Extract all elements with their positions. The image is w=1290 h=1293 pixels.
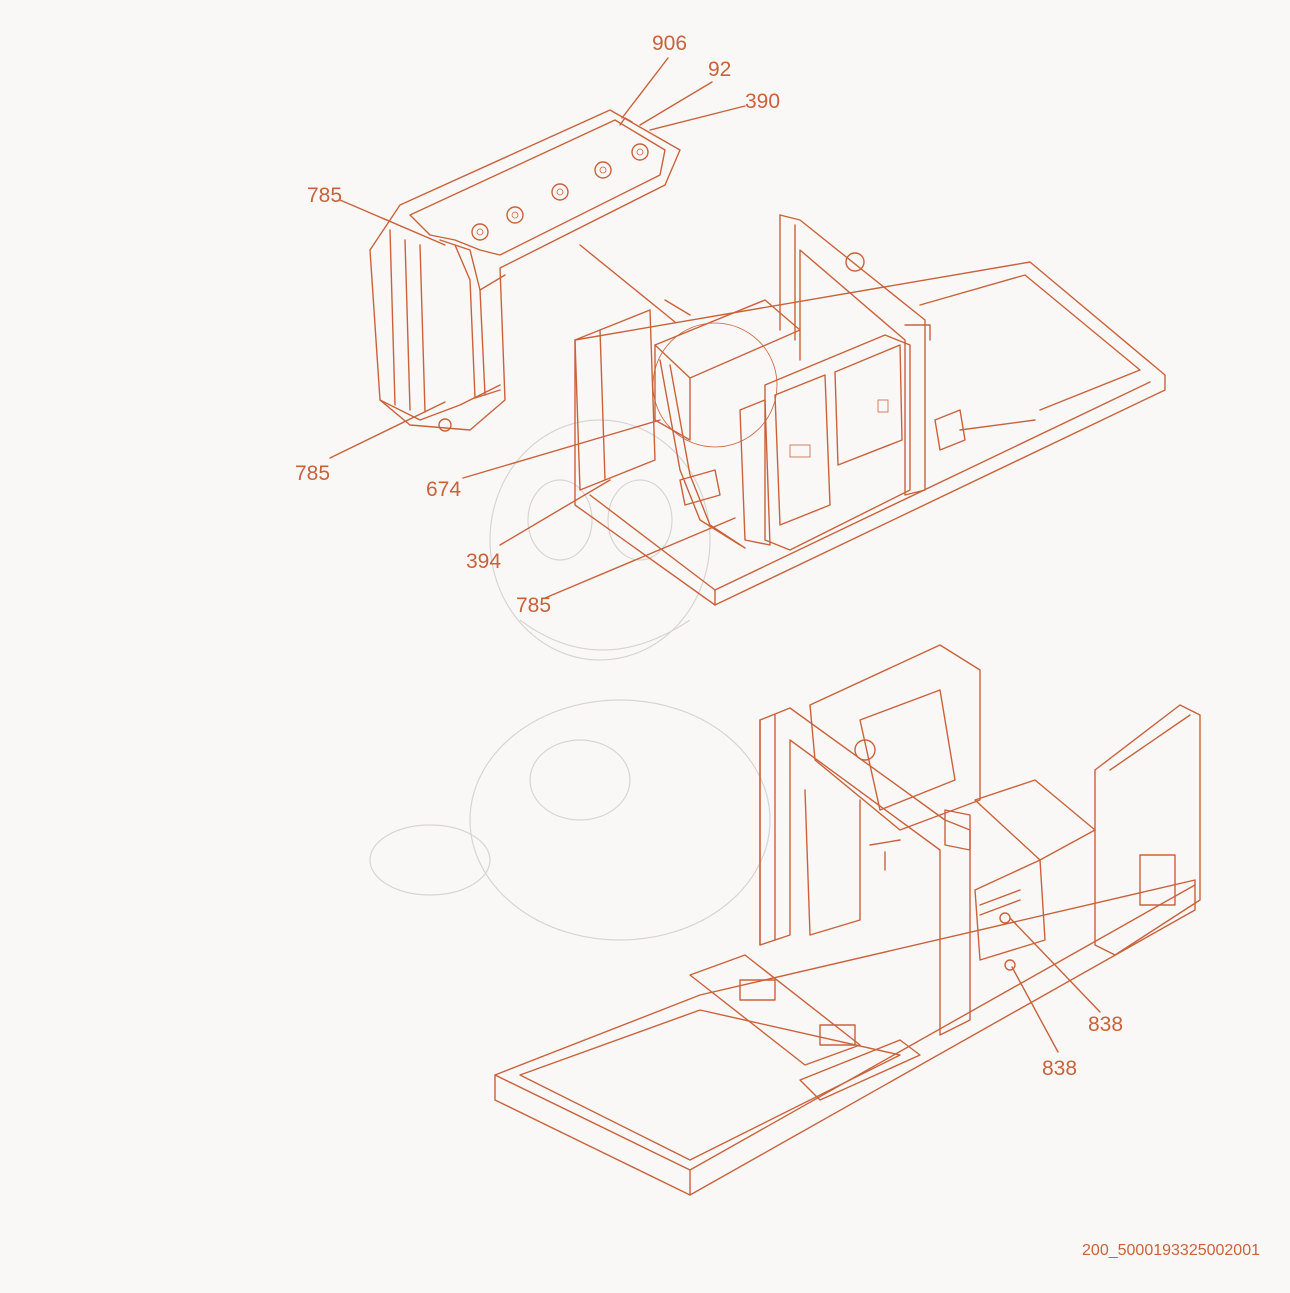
- callout-785-top: 785: [307, 184, 342, 207]
- callout-785-left: 785: [295, 462, 330, 485]
- callout-92: 92: [708, 58, 731, 81]
- lower-frame-assembly: [494, 644, 1201, 1196]
- leader-lines: [329, 57, 1101, 1053]
- callout-394: 394: [466, 550, 501, 573]
- drawing-code: 200_5000193325002001: [1082, 1242, 1260, 1259]
- callout-674: 674: [426, 478, 461, 501]
- callout-785-bottom: 785: [516, 594, 551, 617]
- callout-labels: 906 92 390 785 785 674 394 785 838 838: [295, 32, 1123, 1080]
- callout-390: 390: [745, 90, 780, 113]
- harness-detail: [369, 109, 681, 432]
- terminal-posts: [471, 143, 649, 241]
- callout-906: 906: [652, 32, 687, 55]
- watermark-figure: [369, 419, 771, 941]
- detail-leader-1: [579, 244, 676, 323]
- callout-838-lower: 838: [1042, 1057, 1077, 1080]
- upper-frame-assembly: [574, 214, 1166, 606]
- callout-838-upper: 838: [1088, 1013, 1123, 1036]
- assembly-linework: [329, 57, 1201, 1196]
- detail-leader-2: [664, 299, 691, 316]
